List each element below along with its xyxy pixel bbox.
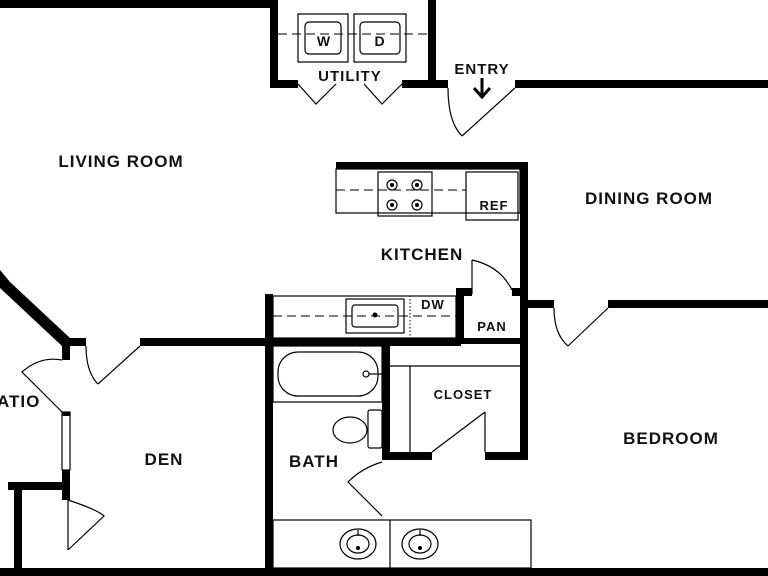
washer: W <box>297 13 349 63</box>
room-label-entry: ENTRY <box>454 61 509 78</box>
pantry-door[interactable] <box>471 259 513 294</box>
room-label-living-room: LIVING ROOM <box>58 152 183 171</box>
bedroom-door[interactable] <box>553 307 609 347</box>
svg-text:REF: REF <box>480 198 509 213</box>
refrigerator: REF <box>465 171 519 221</box>
svg-text:D: D <box>374 33 385 49</box>
room-label-dining-room: DINING ROOM <box>585 189 713 208</box>
closet-shelf <box>390 365 520 452</box>
sink-icon <box>345 298 405 334</box>
svg-text:W: W <box>317 33 331 49</box>
den-closet-door[interactable] <box>67 499 105 551</box>
bathtub-icon <box>272 345 383 403</box>
room-label-pan: PAN <box>477 319 506 334</box>
dryer: D <box>353 13 407 63</box>
closet-door[interactable] <box>431 411 486 453</box>
bath-door[interactable] <box>347 461 383 517</box>
room-label-den: DEN <box>145 450 184 469</box>
room-label-bath: BATH <box>289 452 339 471</box>
toilet-icon <box>332 409 383 449</box>
entry-door[interactable] <box>447 87 516 137</box>
utility-door-left[interactable] <box>297 83 337 105</box>
patio-door[interactable] <box>21 358 71 471</box>
kitchen-upper-counter <box>335 168 521 214</box>
arrow-down-icon <box>472 78 492 100</box>
vanity <box>272 519 532 569</box>
room-label-patio: ATIO <box>0 392 40 411</box>
room-label-bedroom: BEDROOM <box>623 429 719 448</box>
dishwasher: DW <box>409 295 457 339</box>
stove-icon <box>377 171 433 217</box>
svg-text:DW: DW <box>421 297 445 312</box>
den-door[interactable] <box>85 345 141 385</box>
utility-door-right[interactable] <box>363 83 403 105</box>
room-label-kitchen: KITCHEN <box>381 245 464 264</box>
room-label-closet: CLOSET <box>434 387 493 402</box>
room-label-utility: UTILITY <box>318 68 382 85</box>
